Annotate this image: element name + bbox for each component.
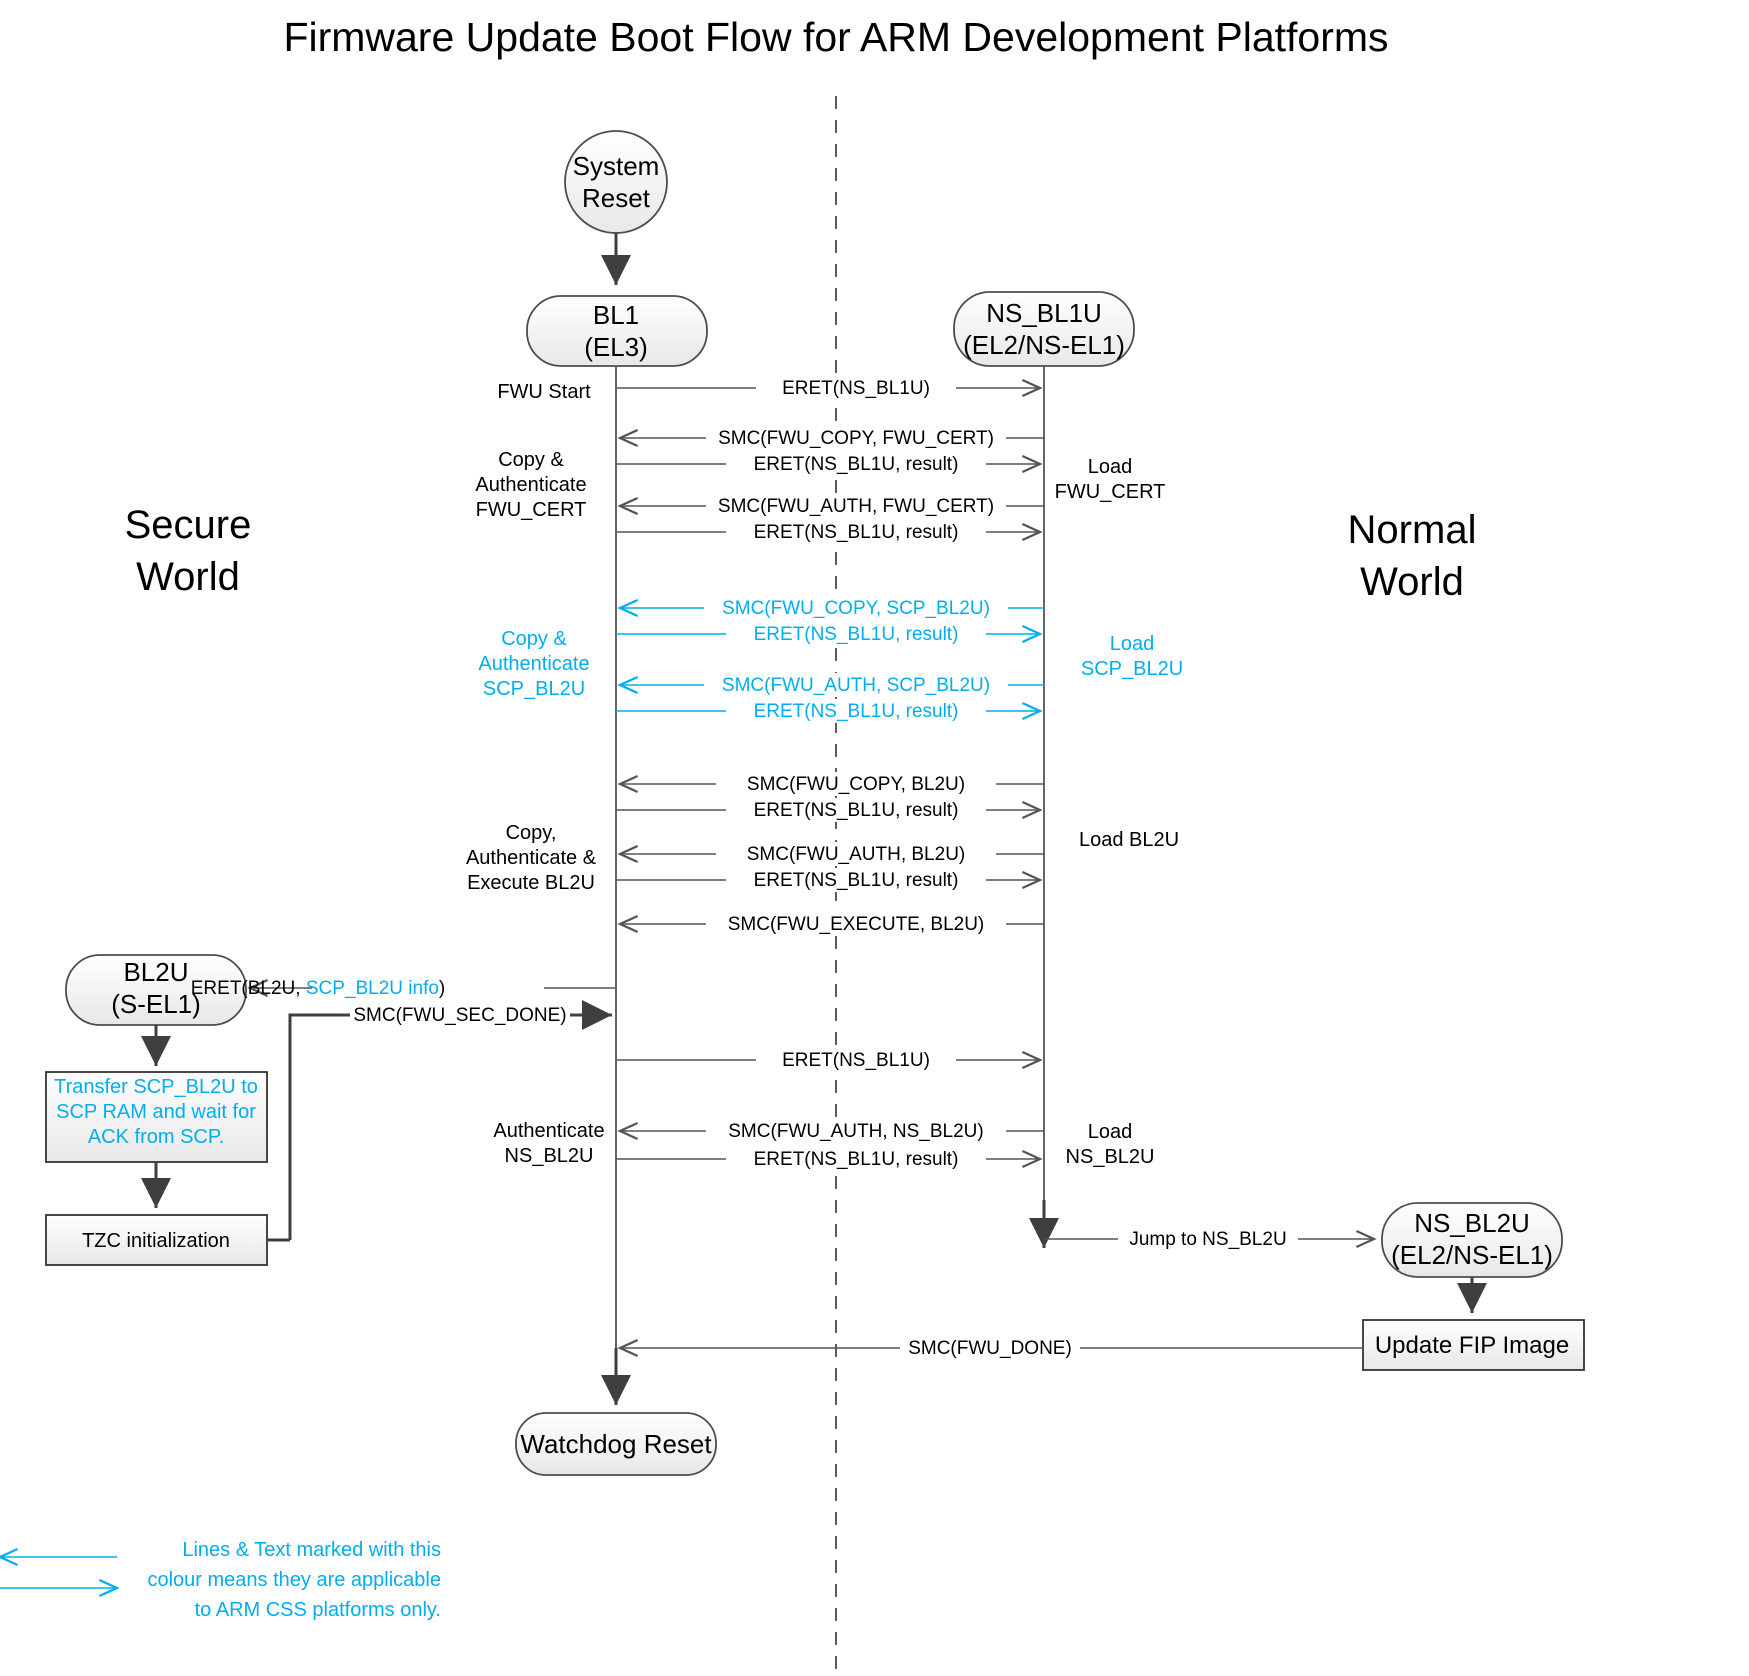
left-label-l1-line1: FWU Start	[497, 381, 591, 403]
message-label-m10: SMC(FWU_COPY, BL2U)	[747, 774, 965, 795]
left-label-l2-line1: Copy &	[498, 449, 564, 471]
node-ns-bl1u-line2: (EL2/NS-EL1)	[963, 330, 1125, 360]
page-title: Firmware Update Boot Flow for ARM Develo…	[283, 14, 1388, 60]
label-bg-m8	[704, 673, 1008, 697]
label-bg-smc-fwu-done	[900, 1336, 1080, 1360]
right-label-r2-line2: SCP_BL2U	[1081, 658, 1183, 680]
node-system-reset-line1: System	[573, 151, 660, 181]
legend-line2: colour means they are applicable	[147, 1569, 441, 1591]
message-label-m11: ERET(NS_BL1U, result)	[754, 800, 959, 821]
message-label-m3: ERET(NS_BL1U, result)	[754, 454, 959, 475]
label-bg-m17	[756, 1048, 956, 1072]
message-label-eret-bl2u: ERET(BL2U, SCP_BL2U info)	[191, 978, 446, 999]
secure-world-label-2: World	[136, 555, 240, 599]
message-label-m14: SMC(FWU_EXECUTE, BL2U)	[728, 914, 985, 935]
message-label-smc-fwu-done: SMC(FWU_DONE)	[908, 1338, 1072, 1359]
left-label-l3-line3: SCP_BL2U	[483, 678, 585, 700]
label-bg-m3	[726, 452, 986, 476]
message-label-m13: ERET(NS_BL1U, result)	[754, 870, 959, 891]
node-bl1-line2: (EL3)	[584, 332, 648, 362]
right-label-r1-line1: Load	[1088, 456, 1133, 478]
left-label-l4-line2: Authenticate &	[466, 847, 597, 869]
label-bg-smc-sec-done	[350, 1003, 570, 1027]
node-ns-bl1u[interactable]	[953, 291, 1135, 367]
node-bl1-line1: BL1	[593, 300, 639, 330]
label-bg-eret-bl2u	[312, 976, 544, 1000]
left-label-l2-line2: Authenticate	[475, 474, 586, 496]
right-label-r1-line2: FWU_CERT	[1055, 481, 1166, 503]
label-bg-m7	[726, 622, 986, 646]
normal-world-label-2: World	[1360, 560, 1464, 604]
box-transfer-scp[interactable]	[45, 1071, 268, 1163]
box-tzc-init[interactable]	[45, 1214, 268, 1266]
node-watchdog-reset[interactable]	[515, 1412, 717, 1476]
label-bg-m1	[756, 376, 956, 400]
legend-line1: Lines & Text marked with this	[182, 1539, 441, 1561]
right-label-r4-line2: NS_BL2U	[1066, 1146, 1155, 1168]
message-label-m19: ERET(NS_BL1U, result)	[754, 1149, 959, 1170]
box-update-fip-label: Update FIP Image	[1375, 1332, 1569, 1359]
right-label-r3-line1: Load BL2U	[1079, 829, 1179, 851]
normal-world-label-1: Normal	[1348, 508, 1477, 552]
node-bl1[interactable]	[526, 295, 708, 367]
left-label-l5-line2: NS_BL2U	[505, 1145, 594, 1167]
message-label-m1: ERET(NS_BL1U)	[782, 378, 930, 399]
label-bg-m9	[726, 699, 986, 723]
message-label-m17: ERET(NS_BL1U)	[782, 1050, 930, 1071]
label-bg-m14	[706, 912, 1006, 936]
label-bg-m10	[716, 772, 996, 796]
box-transfer-scp-line2: SCP RAM and wait for	[56, 1101, 256, 1123]
left-label-l4-line1: Copy,	[506, 822, 557, 844]
label-bg-m13	[726, 868, 986, 892]
message-label-m8: SMC(FWU_AUTH, SCP_BL2U)	[722, 675, 990, 696]
box-tzc-init-label: TZC initialization	[82, 1230, 230, 1252]
label-bg-jump	[1118, 1227, 1298, 1251]
box-update-fip[interactable]	[1362, 1319, 1585, 1371]
node-ns-bl1u-line1: NS_BL1U	[986, 298, 1102, 328]
label-bg-m12	[716, 842, 996, 866]
message-label-m5: ERET(NS_BL1U, result)	[754, 522, 959, 543]
message-label-jump-ns-bl2u: Jump to NS_BL2U	[1129, 1229, 1286, 1250]
message-label-m18: SMC(FWU_AUTH, NS_BL2U)	[728, 1121, 983, 1142]
label-bg-m4	[706, 494, 1006, 518]
message-label-m4: SMC(FWU_AUTH, FWU_CERT)	[718, 496, 994, 517]
secure-world-label-1: Secure	[125, 503, 252, 547]
label-bg-m11	[726, 798, 986, 822]
box-transfer-scp-line3: ACK from SCP.	[88, 1126, 224, 1148]
message-label-m2: SMC(FWU_COPY, FWU_CERT)	[718, 428, 994, 449]
message-label-m9: ERET(NS_BL1U, result)	[754, 701, 959, 722]
left-label-l2-line3: FWU_CERT	[476, 499, 587, 521]
node-system-reset[interactable]	[564, 130, 668, 234]
box-transfer-scp-line1: Transfer SCP_BL2U to	[54, 1076, 258, 1098]
left-label-l3-line1: Copy &	[501, 628, 567, 650]
left-label-l5-line1: Authenticate	[493, 1120, 604, 1142]
label-bg-m6	[704, 596, 1008, 620]
message-label-m7: ERET(NS_BL1U, result)	[754, 624, 959, 645]
node-ns-bl2u-line1: NS_BL2U	[1414, 1208, 1530, 1238]
label-bg-m18	[706, 1119, 1006, 1143]
right-label-r4-line1: Load	[1088, 1121, 1133, 1143]
node-bl2u-line1: BL2U	[123, 957, 188, 987]
message-label-smc-fwu-sec-done: SMC(FWU_SEC_DONE)	[353, 1005, 566, 1026]
right-label-r2-line1: Load	[1110, 633, 1155, 655]
legend-line3: to ARM CSS platforms only.	[195, 1599, 441, 1621]
label-bg-m2	[706, 426, 1006, 450]
left-label-l3-line2: Authenticate	[478, 653, 589, 675]
label-bg-m5	[726, 520, 986, 544]
message-label-m12: SMC(FWU_AUTH, BL2U)	[747, 844, 966, 865]
node-ns-bl2u-line2: (EL2/NS-EL1)	[1391, 1240, 1553, 1270]
message-label-m6: SMC(FWU_COPY, SCP_BL2U)	[722, 598, 990, 619]
label-bg-m19	[726, 1147, 986, 1171]
left-label-l4-line3: Execute BL2U	[467, 872, 595, 894]
node-bl2u-line2: (S-EL1)	[111, 989, 201, 1019]
node-system-reset-line2: Reset	[582, 183, 651, 213]
node-watchdog-reset-label: Watchdog Reset	[520, 1429, 712, 1459]
